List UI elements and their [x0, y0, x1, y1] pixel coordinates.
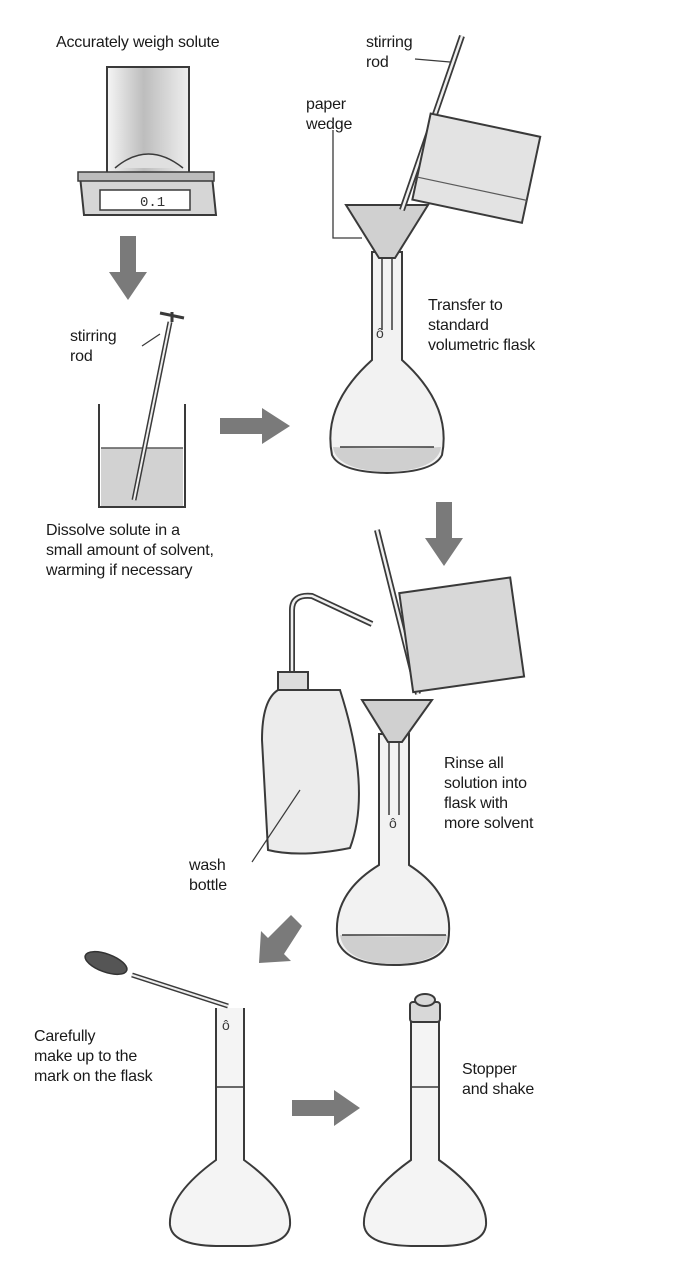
arrow-down-left: [259, 915, 302, 963]
tilted-beaker-1: [412, 114, 540, 223]
svg-text:0.1: 0.1: [140, 195, 165, 211]
arrow-down-2: [425, 502, 463, 566]
label-transfer: Transfer to standard volumetric flask: [428, 296, 535, 356]
tilted-beaker-2: [399, 578, 524, 693]
label-stirring-rod-top: stirring rod: [366, 33, 412, 73]
label-dissolve: Dissolve solute in a small amount of sol…: [46, 521, 214, 581]
label-weigh: Accurately weigh solute: [56, 33, 220, 53]
label-make-up: Carefully make up to the mark on the fla…: [34, 1027, 152, 1087]
label-stirring-rod-left: stirring rod: [70, 327, 116, 367]
svg-text:ô: ô: [389, 815, 397, 831]
make-up-flask: ô: [82, 947, 290, 1246]
label-paper-wedge: paper wedge: [306, 95, 352, 135]
balance-with-beaker: 0.1: [78, 67, 216, 215]
funnel-top: [346, 205, 428, 258]
svg-text:ô: ô: [222, 1017, 230, 1033]
svg-text:ô: ô: [376, 325, 384, 341]
stoppered-flask: [364, 994, 486, 1246]
arrow-right-1: [220, 408, 290, 444]
label-wash-bottle: wash bottle: [189, 856, 227, 896]
funnel-rinse: [362, 700, 432, 742]
label-rinse: Rinse all solution into flask with more …: [444, 754, 533, 834]
arrow-down-1: [109, 236, 147, 300]
label-stopper: Stopper and shake: [462, 1060, 534, 1100]
wash-bottle: [252, 596, 372, 862]
rinse-flask: ô: [337, 530, 524, 965]
transfer-flask: ô: [330, 36, 540, 473]
arrow-right-2: [292, 1090, 360, 1126]
